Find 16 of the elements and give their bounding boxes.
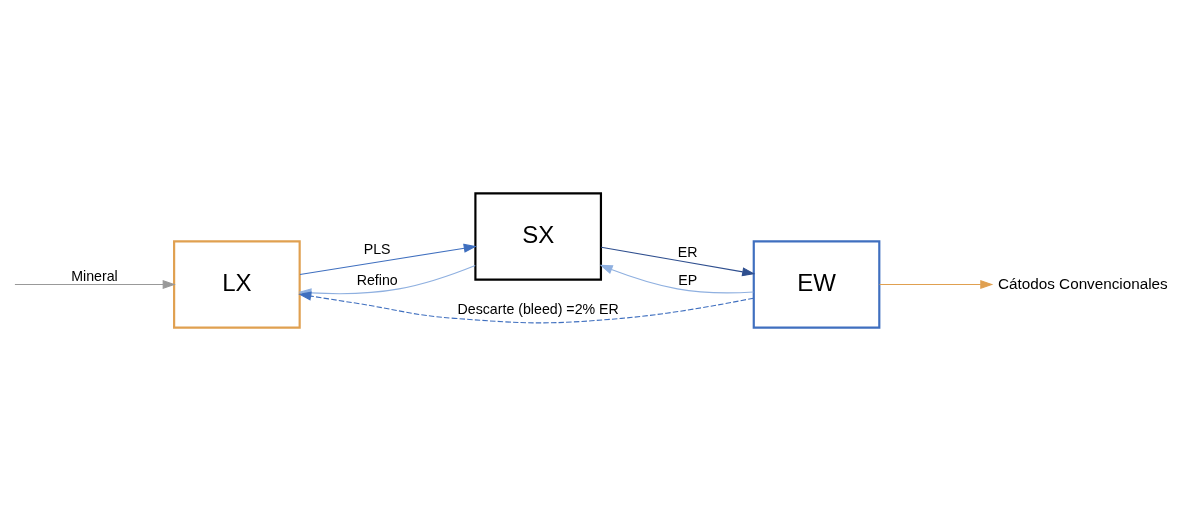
edge-label: PLS <box>363 241 391 258</box>
arrow <box>599 264 755 294</box>
node-box: LX <box>173 240 301 329</box>
edge-label: EP <box>678 271 698 288</box>
edge-label: Refino <box>356 271 398 288</box>
node-box: EW <box>752 240 881 329</box>
arrow <box>298 291 754 324</box>
node-text: Cátodos Convencionales <box>998 274 1168 292</box>
arrow <box>600 246 756 277</box>
node-box: SX <box>474 192 603 281</box>
edge-label: Descarte (bleed) =2% ER <box>457 301 619 318</box>
arrow <box>879 279 994 290</box>
edge-label: Mineral <box>71 267 118 284</box>
edge-label: ER <box>677 243 698 260</box>
arrow <box>299 243 477 276</box>
arrow <box>14 279 176 290</box>
